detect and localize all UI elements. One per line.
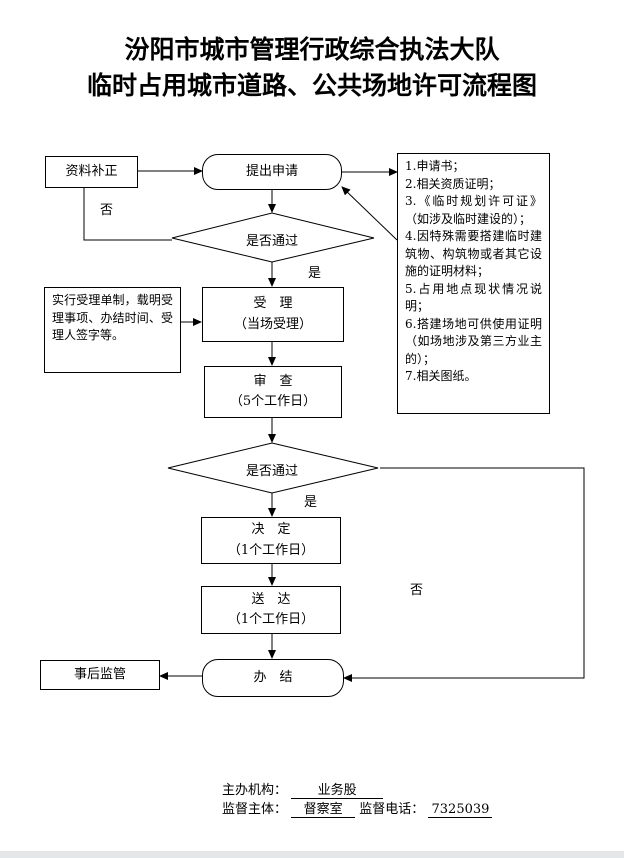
materials-item-3: 3.《临时规划许可证》（如涉及临时建设的）； (405, 194, 542, 226)
no-label-1: 否 (100, 203, 114, 218)
decide-box: 决 定 （1个工作日） (201, 517, 341, 564)
post-supervise-label: 事后监管 (73, 666, 126, 682)
supervisor-value: 督察室 (291, 798, 356, 818)
review-subtitle: （5个工作日） (229, 394, 317, 409)
deliver-title: 送 达 (251, 591, 291, 607)
accept-box: 受 理 （当场受理） (202, 287, 344, 342)
phone-value: 7325039 (428, 802, 493, 818)
materials-item-4: 4.因特殊需要搭建临时建筑物、构筑物或者其它设施的证明材料； (405, 229, 542, 278)
supplement-box: 资料补正 (45, 156, 138, 188)
finish-node: 办 结 (202, 659, 344, 697)
bottom-bar (0, 851, 624, 858)
decision-diamond-2 (167, 442, 379, 494)
accept-subtitle: （当场受理） (233, 316, 312, 332)
footer-supervisor-row: 监督主体： 督察室 监督电话： 7325039 (222, 798, 493, 818)
title-line-1: 汾阳市城市管理行政综合执法大队 (124, 35, 500, 64)
org-value: 业务股 (291, 779, 384, 799)
materials-item-1: 1.申请书； (405, 159, 465, 173)
decide-subtitle: （1个工作日） (227, 542, 315, 558)
materials-item-6: 6.搭建场地可供使用证明（如场地涉及第三方业主的）； (405, 316, 542, 366)
apply-node: 提出申请 (202, 154, 342, 190)
org-label: 主办机构： (222, 783, 288, 798)
review-title: 审 查 (253, 373, 293, 389)
accept-note-text: 实行受理单制，载明受理事项、办结时间、受理人签字等。 (52, 293, 173, 342)
arrow-check2-no-to-finish (343, 467, 585, 682)
footer-org-row: 主办机构： 业务股 (222, 779, 384, 799)
materials-item-5: 5.占用地点现状情况说明； (405, 281, 542, 314)
line-check1-no (83, 188, 172, 241)
post-supervise-box: 事后监管 (40, 660, 160, 690)
no-label-2: 否 (410, 583, 424, 598)
deliver-box: 送 达 （1个工作日） (201, 586, 341, 634)
review-box: 审 查 （5个工作日） (204, 366, 342, 418)
deliver-subtitle: （1个工作日） (227, 612, 315, 627)
check2-label: 是否通过 (245, 464, 298, 479)
title-line-2: 临时占用城市道路、公共场地许可流程图 (86, 71, 537, 100)
arrow-materials-to-check1 (341, 186, 398, 241)
accept-note-box: 实行受理单制，载明受理事项、办结时间、受理人签字等。 (44, 287, 181, 373)
finish-label: 办 结 (253, 669, 293, 685)
materials-item-2: 2.相关资质证明； (405, 176, 501, 191)
materials-box: 1.申请书； 2.相关资质证明； 3.《临时规划许可证》（如涉及临时建设的）； … (397, 153, 550, 414)
yes-label-2: 是 (304, 495, 318, 510)
apply-label: 提出申请 (245, 163, 298, 179)
decide-title: 决 定 (251, 522, 291, 538)
accept-title: 受 理 (253, 296, 293, 312)
supplement-label: 资料补正 (65, 163, 118, 179)
supervisor-label: 监督主体： (222, 802, 288, 817)
decision-diamond-1 (171, 212, 375, 263)
yes-label-1: 是 (308, 266, 322, 281)
materials-item-7: 7.相关图纸。 (405, 369, 477, 383)
phone-label: 监督电话： (359, 802, 425, 817)
check1-label: 是否通过 (245, 234, 298, 249)
